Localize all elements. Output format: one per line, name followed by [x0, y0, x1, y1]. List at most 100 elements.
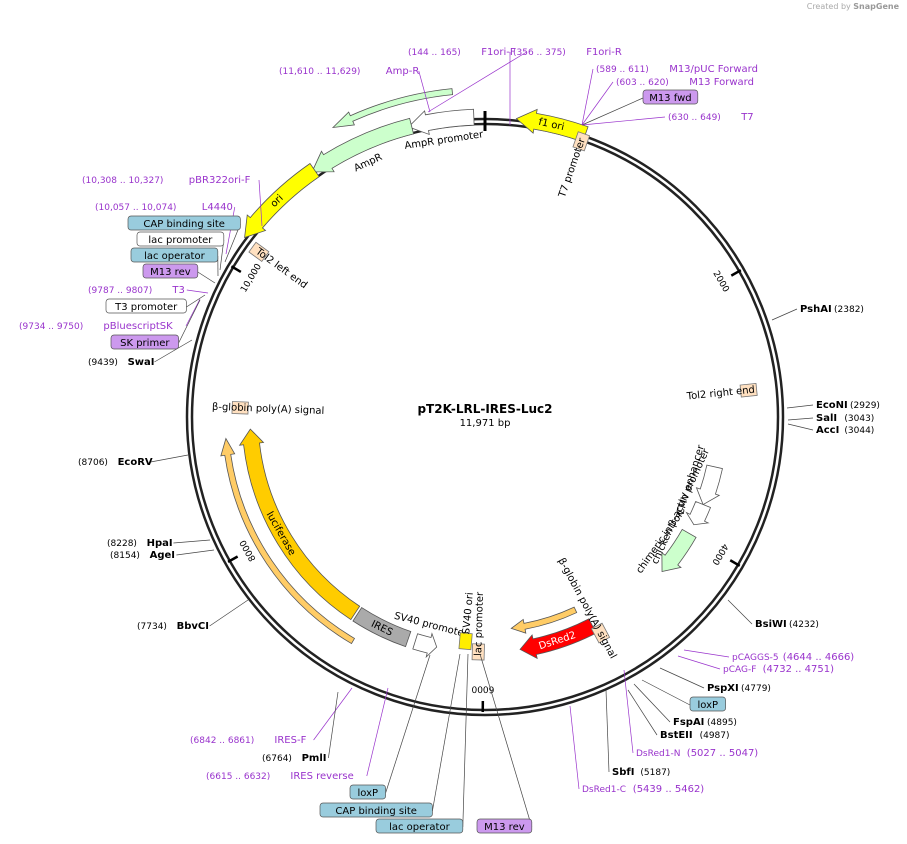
label-enzyme[interactable]: (8706)EcoRV — [78, 457, 153, 468]
label-box-text: M13 rev — [484, 822, 525, 833]
label-primer[interactable]: (356 .. 375)F1ori-R — [513, 47, 622, 58]
tick-mark — [230, 265, 242, 273]
label-coord: DsRed1-N — [636, 749, 680, 759]
label-enzyme[interactable]: (6764)PmlI — [262, 753, 327, 764]
label-coord: DsRed1-C — [582, 785, 626, 795]
label-box_blue[interactable]: CAP binding site — [127, 215, 241, 231]
label-box_blue[interactable]: lac operator — [375, 818, 464, 834]
label-box_blue[interactable]: loxP — [689, 696, 726, 712]
label-coord: SalI — [816, 413, 837, 424]
label-enzyme_r[interactable]: SalI(3043) — [816, 413, 874, 424]
label-name: (2382) — [834, 305, 864, 315]
label-primer[interactable]: (630 .. 649)T7 — [668, 112, 754, 123]
label-enzyme_r[interactable]: AccI(3044) — [816, 425, 874, 436]
label-box-text: CAP binding site — [335, 806, 417, 817]
small-feature-label: lac promoter — [473, 591, 486, 656]
label-primer_r[interactable]: pCAGGS-5(4644 .. 4666) — [732, 652, 854, 663]
label-name: (3044) — [844, 426, 874, 436]
label-primer_r[interactable]: DsRed1-C (5439 .. 5462) — [582, 784, 704, 795]
label-primer[interactable]: (9734 .. 9750)pBluescriptSK — [19, 321, 173, 332]
leader-line — [623, 669, 634, 754]
label-primer[interactable]: (6842 .. 6861)IRES-F — [190, 735, 307, 746]
label-enzyme_r[interactable]: BstEII(4987) — [660, 730, 730, 741]
label-box — [127, 215, 241, 231]
label-enzyme[interactable]: (7734)BbvCI — [137, 621, 209, 632]
label-enzyme_r[interactable]: FspAI(4895) — [673, 717, 737, 728]
label-name: AgeI — [150, 550, 175, 561]
label-coord: (6764) — [262, 754, 292, 764]
leader-line — [627, 689, 658, 736]
label-name: (4232) — [789, 620, 819, 630]
label-primer_r[interactable]: DsRed1-N(5027 .. 5047) — [636, 748, 758, 759]
label-box_blue[interactable]: lac operator — [130, 247, 219, 263]
label-coord: pCAGGS-5 — [732, 653, 779, 663]
label-box-text: loxP — [698, 700, 719, 711]
label-box — [110, 334, 179, 350]
label-enzyme_r[interactable]: EcoNI(2929) — [816, 400, 880, 411]
label-primer_r[interactable]: pCAG-F(4732 .. 4751) — [723, 664, 834, 675]
label-primer[interactable]: (10,057 .. 10,074) L4440 — [95, 202, 233, 213]
label-name: L4440 — [202, 202, 233, 213]
leader-line — [727, 599, 753, 625]
label-enzyme[interactable]: (8228)HpaI — [107, 538, 173, 549]
leader-line — [432, 653, 461, 812]
label-name: (5439 .. 5462) — [633, 784, 705, 795]
label-name: pBluescriptSK — [103, 321, 173, 332]
outside-labels: (144 .. 165)F1ori-F(356 .. 375)F1ori-R(1… — [19, 47, 880, 834]
leader-line — [313, 687, 353, 741]
tick-mark — [227, 555, 239, 563]
label-coord: (356 .. 375) — [513, 48, 566, 58]
label-enzyme_r[interactable]: PshAI(2382) — [800, 304, 864, 315]
leader-line — [581, 97, 644, 126]
label-enzyme_r[interactable]: PspXI(4779) — [707, 683, 771, 694]
leader-line — [659, 667, 705, 689]
plasmid-length: 11,971 bp — [460, 418, 511, 429]
label-coord: (9787 .. 9807) — [88, 286, 152, 296]
label-coord: (10,057 .. 10,074) — [95, 203, 176, 213]
label-name: (4895) — [707, 718, 737, 728]
snapgene-credit: Created by SnapGene — [807, 2, 899, 11]
label-name: pBR322ori-F — [189, 175, 251, 186]
backbone-ring — [185, 111, 785, 717]
leader-line — [186, 294, 206, 308]
label-primer[interactable]: (603 .. 620)M13 Forward — [616, 77, 754, 88]
label-box_white[interactable]: lac promoter — [136, 231, 225, 247]
label-enzyme_r[interactable]: BsiWI(4232) — [755, 619, 819, 630]
label-coord: (8228) — [107, 539, 137, 549]
label-box_white[interactable]: T3 promoter — [105, 298, 187, 314]
leader-line — [197, 271, 216, 284]
small-feature-box — [471, 643, 485, 661]
label-box-text: loxP — [358, 788, 379, 799]
label-coord: (8706) — [78, 458, 108, 468]
label-enzyme_r[interactable]: SbfI(5187) — [612, 767, 670, 778]
label-coord: (630 .. 649) — [668, 113, 721, 123]
label-box-text: SK primer — [120, 338, 170, 349]
label-primer[interactable]: (144 .. 165) F1ori-F — [408, 47, 516, 58]
small-feature-box — [458, 632, 473, 651]
feature-ampr-top — [331, 88, 454, 129]
label-box_purple[interactable]: SK primer — [110, 334, 179, 350]
label-box_purple[interactable]: M13 fwd — [642, 89, 699, 105]
label-coord: (144 .. 165) — [408, 48, 461, 58]
label-enzyme[interactable]: (8154) AgeI — [110, 550, 175, 561]
label-box_purple[interactable]: M13 rev — [476, 818, 533, 834]
label-primer[interactable]: (589 .. 611)M13/pUC Forward — [596, 64, 758, 75]
leader-line — [185, 298, 201, 327]
label-box_purple[interactable]: M13 rev — [142, 263, 199, 279]
small-feature-box — [572, 131, 591, 152]
label-primer[interactable]: (6615 .. 6632)IRES reverse — [206, 771, 354, 782]
label-name: F1ori-F — [481, 47, 516, 58]
label-enzyme[interactable]: (9439)SwaI — [88, 357, 155, 368]
leader-line — [581, 68, 594, 126]
label-primer[interactable]: (11,610 .. 11,629)Amp-R — [279, 66, 419, 77]
leader-line — [633, 683, 671, 723]
leader-line — [328, 691, 339, 759]
feature-sv40-promoter — [412, 632, 438, 659]
label-coord: (8154) — [110, 551, 140, 561]
label-primer[interactable]: (9787 .. 9807)T3 — [88, 285, 185, 296]
label-box_blue[interactable]: loxP — [349, 784, 386, 800]
label-primer[interactable]: (10,308 .. 10,327)pBR322ori-F — [82, 175, 251, 186]
leader-line — [427, 51, 527, 113]
label-box — [130, 247, 219, 263]
label-box_blue[interactable]: CAP binding site — [319, 802, 433, 818]
